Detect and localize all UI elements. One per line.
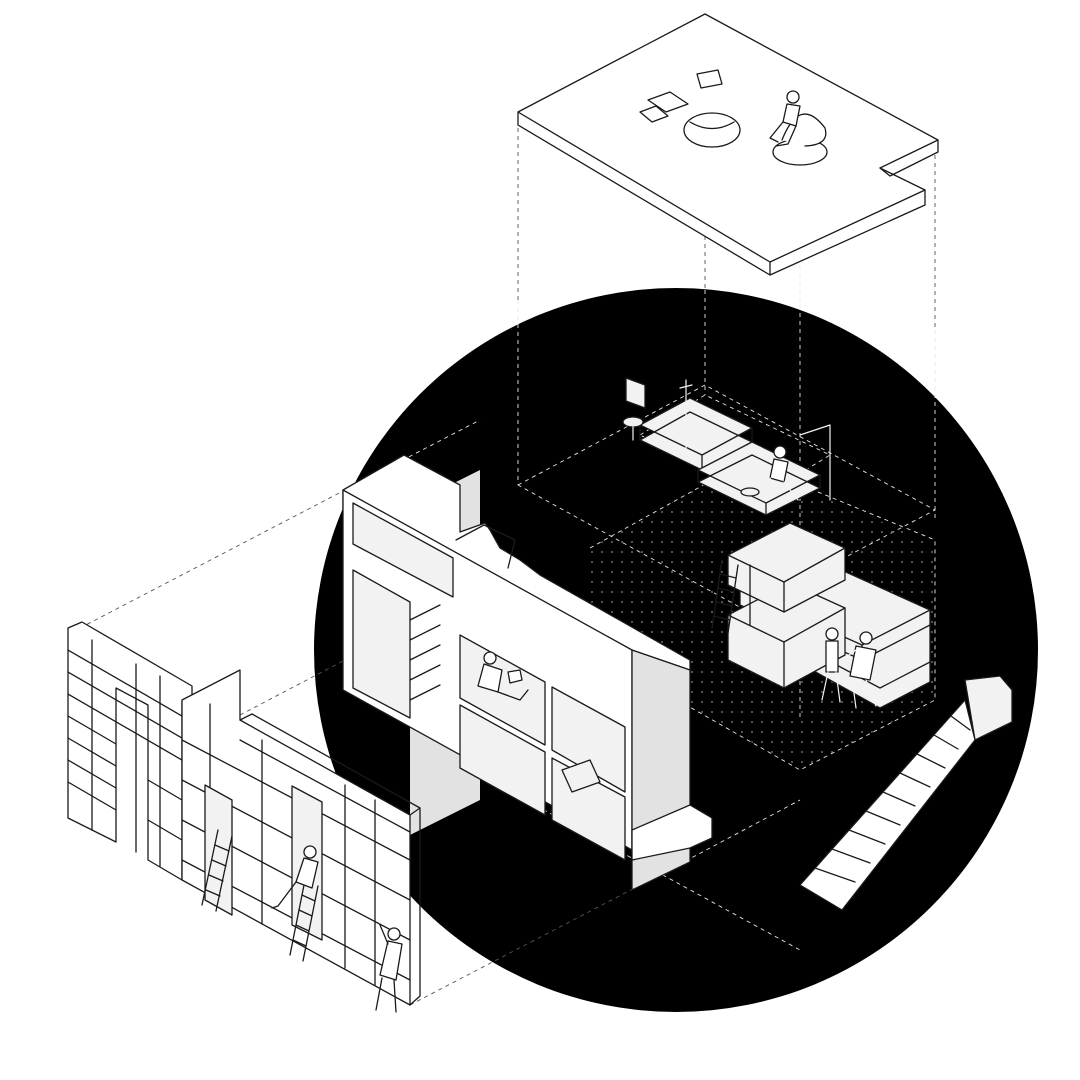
bunk-bed-module	[711, 522, 931, 709]
central-shelving-block	[342, 454, 713, 891]
mezzanine-sofas	[622, 377, 831, 516]
person-figure-standing	[821, 627, 877, 709]
top-floor-plate	[517, 13, 939, 276]
person-figure-reading	[477, 651, 529, 701]
person-figure-bookshelf	[271, 845, 403, 1013]
person-figure-beanbag	[769, 90, 801, 147]
right-staircase	[799, 675, 1013, 911]
left-bookshelf-wall	[67, 621, 421, 1013]
